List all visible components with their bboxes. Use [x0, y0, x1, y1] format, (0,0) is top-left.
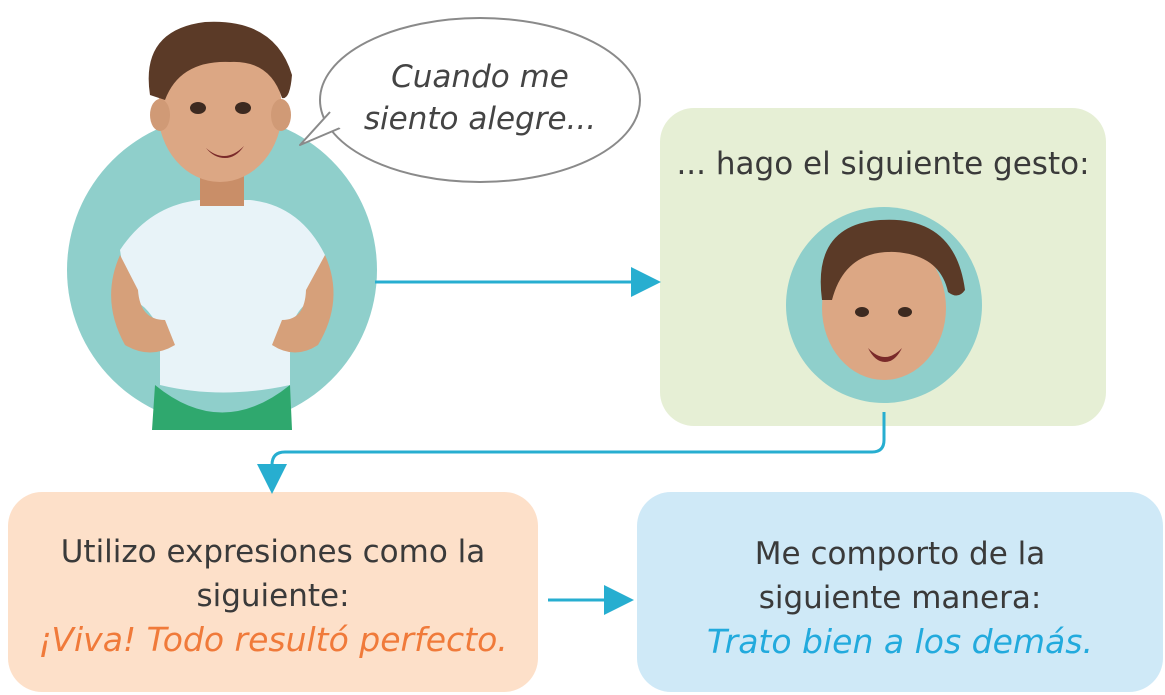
expression-text: Utilizo expresiones como la siguiente: ¡… — [8, 530, 538, 662]
boy-face-illustration — [786, 207, 982, 403]
expression-example: ¡Viva! Todo resultó perfecto. — [38, 620, 508, 659]
boy-illustration — [67, 21, 377, 430]
behavior-text: Me comporto de la siguiente manera: Trat… — [637, 532, 1163, 664]
speech-line1: Cuando me — [391, 59, 569, 95]
gesture-label: ... hago el siguiente gesto: — [676, 146, 1090, 182]
behavior-example: Trato bien a los demás. — [707, 622, 1093, 661]
expression-line1: Utilizo expresiones como la — [60, 534, 486, 570]
speech-line2: siento alegre... — [363, 101, 597, 137]
expression-box — [8, 492, 538, 692]
behavior-line2: siguiente manera: — [758, 580, 1042, 616]
behavior-line1: Me comporto de la — [754, 536, 1046, 572]
behavior-box — [637, 492, 1163, 692]
arrow-to-expression — [257, 412, 886, 494]
speech-bubble — [299, 17, 641, 183]
speech-bubble-text: Cuando me siento alegre... — [340, 56, 620, 140]
expression-line2: siguiente: — [196, 578, 350, 614]
